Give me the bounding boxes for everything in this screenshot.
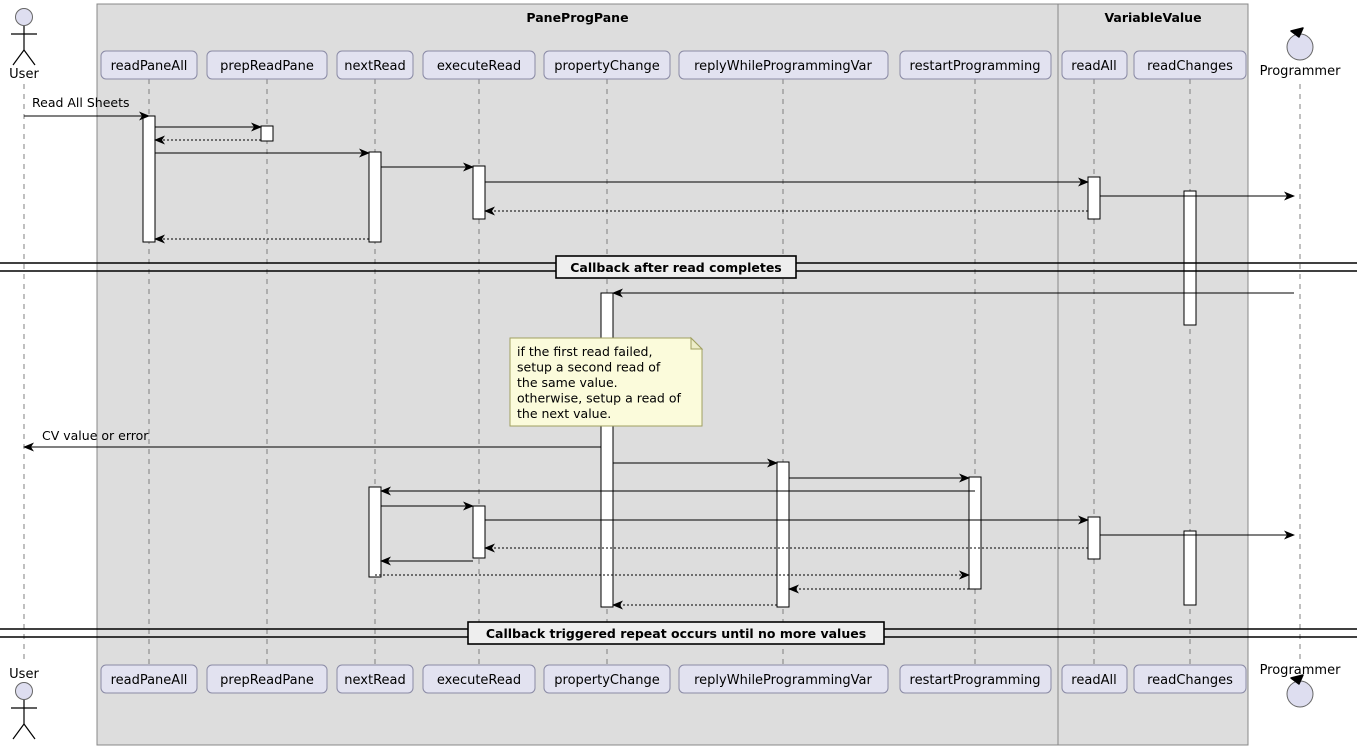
activation-readChanges — [1183, 530, 1197, 606]
participant-box-propertyChange[interactable] — [543, 50, 671, 80]
participant-box-restartProgramming[interactable] — [899, 50, 1052, 80]
divider-label: Callback after read completes — [570, 260, 781, 275]
participant-box-nextRead[interactable] — [336, 50, 414, 80]
activation-readAll — [1087, 176, 1101, 220]
participant-label-restartProgramming: restartProgramming — [910, 673, 1041, 688]
participant-box-readPaneAll[interactable] — [100, 50, 198, 80]
participant-label-restartProgramming: restartProgramming — [910, 59, 1041, 74]
actor-head-icon — [15, 8, 33, 26]
control-circle-icon — [1286, 680, 1314, 708]
message-label: Read All Sheets — [32, 95, 130, 110]
note-line: setup a second read of — [517, 360, 661, 375]
participant-label-readPaneAll: readPaneAll — [111, 673, 188, 688]
activation-executeRead — [472, 505, 486, 559]
actor-leg-right — [23, 723, 36, 740]
participant-label-prepReadPane: prepReadPane — [220, 59, 314, 74]
activation-bars — [142, 115, 1197, 608]
participant-box-nextRead[interactable] — [336, 664, 414, 694]
participant-box-readChanges[interactable] — [1133, 664, 1247, 694]
participant-box-replyWhileProgrammingVar[interactable] — [678, 50, 889, 80]
participant-boxes[interactable]: readPaneAll prepReadPane nextRead executeRe… — [100, 50, 1247, 694]
note-fold-corner — [690, 336, 704, 350]
participant-box-readAll[interactable] — [1061, 664, 1128, 694]
notes: if the first read failed,setup a second … — [509, 336, 704, 427]
actor-label-user: User — [9, 67, 39, 82]
actor-leg-left — [12, 49, 25, 66]
control-arrow-icon — [1290, 674, 1304, 685]
participant-label-nextRead: nextRead — [344, 59, 405, 74]
participant-label-readPaneAll: readPaneAll — [111, 59, 188, 74]
participant-label-executeRead: executeRead — [437, 59, 521, 74]
divider-label: Callback triggered repeat occurs until n… — [486, 626, 866, 641]
activation-restartProgramming — [968, 476, 982, 590]
participant-label-readChanges: readChanges — [1147, 59, 1233, 74]
participant-box-executeRead[interactable] — [422, 664, 536, 694]
actor-leg-left — [12, 723, 25, 740]
participant-box-readChanges[interactable] — [1133, 50, 1247, 80]
participant-label-propertyChange: propertyChange — [554, 59, 659, 74]
activation-readPaneAll — [142, 115, 156, 243]
actor-programmer[interactable]: Programmer — [1260, 27, 1342, 79]
note-line: if the first read failed, — [517, 344, 652, 359]
note-line: the same value. — [517, 375, 618, 390]
control-circle-icon — [1286, 33, 1314, 61]
participant-box-readPaneAll[interactable] — [100, 664, 198, 694]
activation-nextRead — [368, 151, 382, 243]
actor-label-programmer: Programmer — [1260, 64, 1342, 79]
actor-programmer[interactable]: Programmer — [1260, 663, 1342, 708]
activation-executeRead — [472, 165, 486, 220]
actor-label-user: User — [9, 667, 39, 682]
participant-label-replyWhileProgrammingVar: replyWhileProgrammingVar — [694, 59, 872, 74]
divider-box — [555, 255, 797, 279]
actor-head-icon — [15, 682, 33, 700]
participant-box-restartProgramming[interactable] — [899, 664, 1052, 694]
message-label: CV value or error — [42, 428, 149, 443]
participant-label-replyWhileProgrammingVar: replyWhileProgrammingVar — [694, 673, 872, 688]
activation-replyWhileProgrammingVar — [776, 461, 790, 608]
participant-label-readChanges: readChanges — [1147, 673, 1233, 688]
participant-box-replyWhileProgrammingVar[interactable] — [678, 664, 889, 694]
note-line: otherwise, setup a read of — [517, 391, 681, 406]
participant-box-executeRead[interactable] — [422, 50, 536, 80]
actor-user[interactable]: User — [9, 8, 39, 83]
participant-label-propertyChange: propertyChange — [554, 673, 659, 688]
group-title: PaneProgPane — [526, 10, 628, 25]
group-title: VariableValue — [1104, 10, 1201, 25]
actor-leg-right — [23, 49, 36, 66]
activation-readChanges — [1183, 190, 1197, 326]
actor-user[interactable]: User — [9, 667, 39, 740]
participant-label-readAll: readAll — [1071, 673, 1116, 688]
participant-label-readAll: readAll — [1071, 59, 1116, 74]
group-frame — [1057, 3, 1249, 746]
activation-readAll — [1087, 516, 1101, 560]
activation-nextRead — [368, 486, 382, 578]
participant-box-prepReadPane[interactable] — [206, 664, 328, 694]
control-arrow-icon — [1290, 27, 1304, 38]
participant-label-nextRead: nextRead — [344, 673, 405, 688]
participant-box-readAll[interactable] — [1061, 50, 1128, 80]
note-line: the next value. — [517, 406, 611, 421]
activation-prepReadPane — [260, 125, 274, 142]
participant-box-propertyChange[interactable] — [543, 664, 671, 694]
participant-label-executeRead: executeRead — [437, 673, 521, 688]
participant-label-prepReadPane: prepReadPane — [220, 673, 314, 688]
note-box — [509, 337, 703, 427]
divider-box — [467, 621, 885, 645]
actor-label-programmer: Programmer — [1260, 663, 1342, 678]
messages: Read All Sheets CV value or error — [23, 95, 1295, 610]
participant-box-prepReadPane[interactable] — [206, 50, 328, 80]
